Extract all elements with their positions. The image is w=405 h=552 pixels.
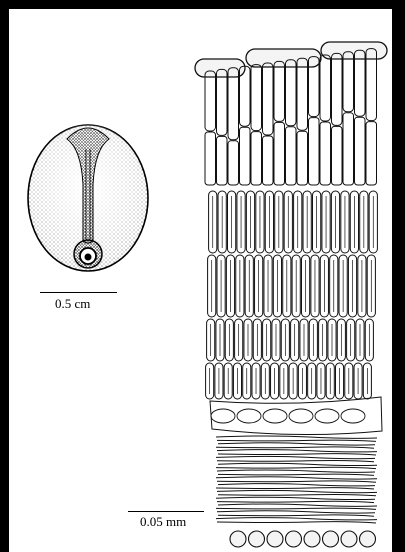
cuticle-cell [195, 59, 245, 77]
compressed-layer [216, 456, 375, 458]
columnar-cell [343, 52, 354, 112]
compressed-layer [216, 477, 377, 479]
columnar-cell [217, 69, 228, 135]
section-scale-bar [128, 511, 204, 512]
columnar-cell [332, 53, 343, 125]
columnar-cell [217, 136, 228, 185]
basal-cell [267, 531, 283, 547]
seed-scale-bar [40, 292, 117, 293]
basal-cell [360, 531, 376, 547]
columnar-cell [274, 61, 285, 121]
columnar-cell [309, 118, 320, 185]
compressed-layer [218, 463, 377, 465]
basal-cell [286, 531, 302, 547]
parenchyma-cell [341, 409, 365, 423]
compressed-layer [216, 488, 374, 489]
columnar-cell [228, 141, 239, 185]
section-scale-label: 0.05 mm [140, 514, 186, 530]
columnar-cell [251, 65, 262, 131]
compressed-layer [218, 454, 376, 455]
basal-cell [323, 531, 339, 547]
columnar-cell [355, 117, 366, 185]
basal-cell [230, 531, 246, 547]
columnar-cell [286, 127, 297, 185]
figure-sheet: 0.5 cm 0.05 mm [9, 9, 392, 552]
columnar-cell [205, 132, 216, 185]
columnar-cell [320, 55, 331, 121]
columnar-cell [263, 136, 274, 185]
compressed-layer [218, 494, 376, 495]
compressed-layer [216, 467, 376, 468]
seed-scale-label: 0.5 cm [55, 296, 90, 312]
parenchyma-cell [237, 409, 261, 423]
compressed-layer [217, 460, 374, 461]
columnar-cell [297, 131, 308, 185]
compressed-layer [218, 504, 377, 506]
compressed-layer [218, 515, 374, 516]
compressed-layer [216, 497, 375, 499]
columnar-cell [251, 132, 262, 185]
compressed-layer [218, 474, 374, 475]
compressed-layer [218, 443, 375, 445]
compressed-layer [217, 501, 374, 502]
basal-cell [249, 531, 265, 547]
compressed-layer [217, 450, 377, 452]
columnar-cell [355, 50, 366, 116]
compressed-layer [217, 511, 375, 513]
columnar-cell [274, 122, 285, 185]
columnar-cell [286, 60, 297, 126]
parenchyma-band [210, 397, 382, 435]
parenchyma-cell [263, 409, 287, 423]
parenchyma-cell [315, 409, 339, 423]
columnar-cell [240, 127, 251, 185]
compressed-layer [217, 490, 377, 492]
basal-cell [341, 531, 357, 547]
columnar-cell [343, 113, 354, 185]
seed-coat-section [9, 9, 392, 552]
frame-edge [392, 0, 405, 552]
columnar-cell [332, 126, 343, 185]
columnar-cell [366, 122, 377, 185]
compressed-layer [217, 440, 376, 441]
basal-cell [304, 531, 320, 547]
compressed-layer [217, 470, 375, 472]
parenchyma-cell [289, 409, 313, 423]
compressed-layer [216, 518, 377, 520]
compressed-layer [218, 484, 375, 486]
compressed-layer [216, 508, 376, 509]
columnar-cell [297, 58, 308, 130]
columnar-cell [320, 122, 331, 185]
compressed-layer [217, 522, 376, 523]
compressed-layer [216, 436, 377, 438]
parenchyma-cell [211, 409, 235, 423]
compressed-layer [217, 481, 376, 482]
columnar-cell [263, 63, 274, 135]
columnar-cell [205, 71, 216, 131]
columnar-cell [228, 68, 239, 140]
compressed-layer [216, 447, 374, 448]
